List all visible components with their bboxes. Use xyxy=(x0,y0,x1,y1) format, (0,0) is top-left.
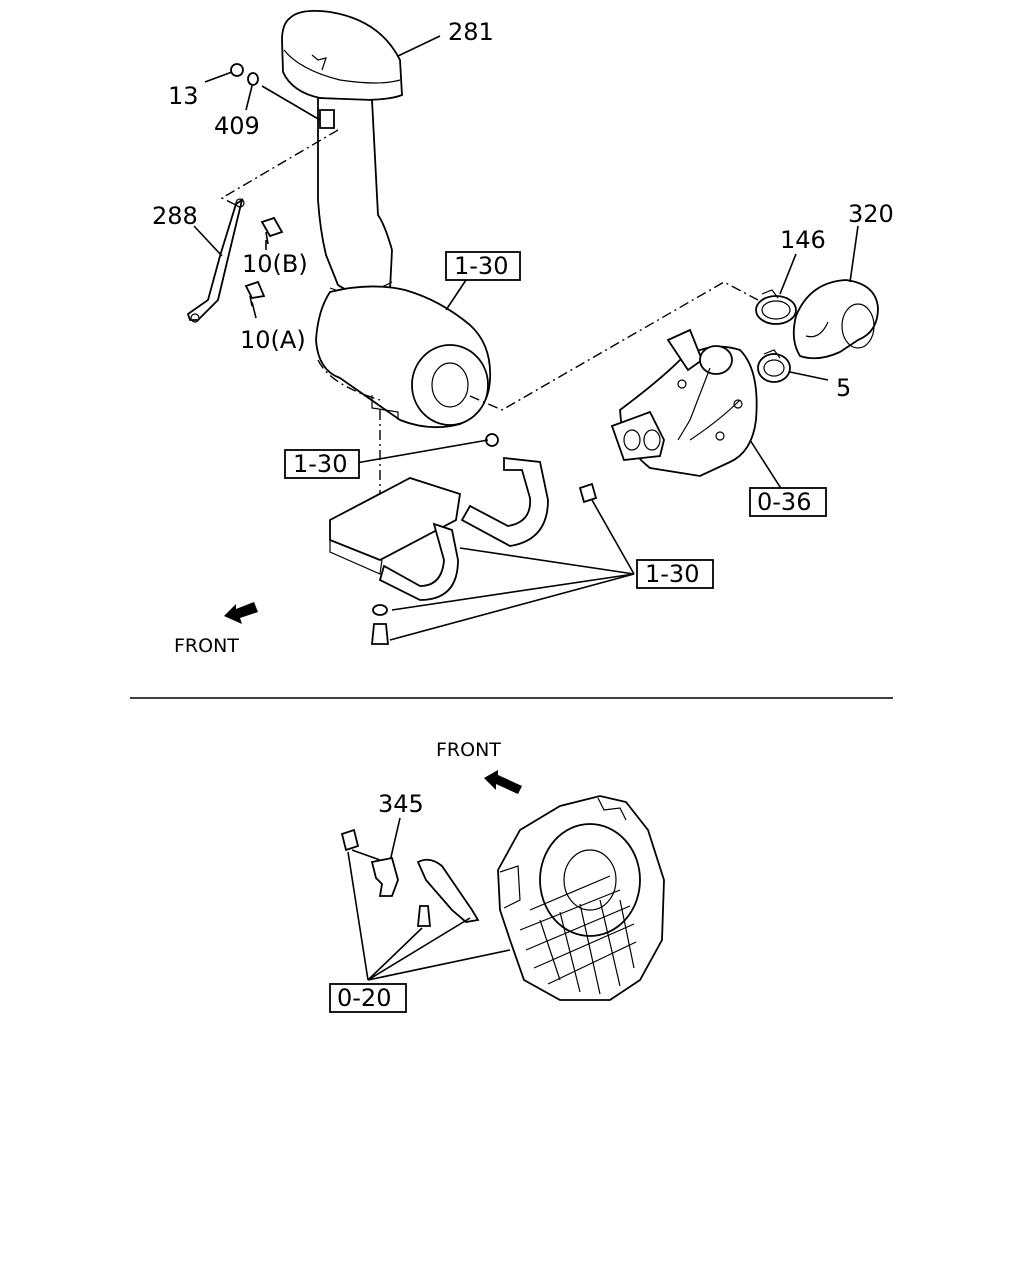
ref-box-1-30-left[interactable]: 1-30 xyxy=(284,449,360,479)
ref-box-0-20[interactable]: 0-20 xyxy=(329,983,407,1013)
bolt-middle xyxy=(417,905,431,927)
bracket-345 xyxy=(370,856,399,897)
air-cleaner xyxy=(315,285,492,429)
ref-box-1-30-right[interactable]: 1-30 xyxy=(636,559,714,589)
front-arrow-bottom-icon xyxy=(484,770,522,794)
callout-5: 5 xyxy=(836,374,851,402)
intake-duct-281 xyxy=(281,9,403,302)
svg-text:0-20: 0-20 xyxy=(337,984,391,1012)
svg-text:1-30: 1-30 xyxy=(645,560,699,588)
bolt-10a xyxy=(244,280,266,307)
ref-box-1-30-top[interactable]: 1-30 xyxy=(445,251,521,281)
callout-345: 345 xyxy=(378,790,424,818)
svg-text:1-30: 1-30 xyxy=(293,450,347,478)
front-label-top: FRONT xyxy=(174,635,239,657)
callout-281: 281 xyxy=(448,18,494,46)
nut-13 xyxy=(230,63,244,77)
callout-320: 320 xyxy=(848,200,894,228)
bolt-10b xyxy=(260,216,284,245)
svg-text:1-30: 1-30 xyxy=(454,252,508,280)
ref-box-0-36[interactable]: 0-36 xyxy=(749,487,827,517)
clamp-5 xyxy=(757,349,791,383)
svg-text:0-36: 0-36 xyxy=(757,488,811,516)
callout-10a: 10(A) xyxy=(240,326,306,354)
hose-320 xyxy=(792,279,879,360)
bolt-upper-left xyxy=(340,828,381,861)
front-label-bottom: FRONT xyxy=(436,739,501,761)
air-cleaner-bracket xyxy=(329,433,598,645)
callout-146: 146 xyxy=(780,226,826,254)
clamp-146 xyxy=(755,289,797,325)
callout-13: 13 xyxy=(168,82,199,110)
turbocharger xyxy=(610,328,758,477)
callout-288: 288 xyxy=(152,202,198,230)
flywheel-housing xyxy=(497,795,665,1001)
callout-409: 409 xyxy=(214,112,260,140)
stay-288 xyxy=(186,197,245,323)
callout-10b: 10(B) xyxy=(242,250,308,278)
support-arm xyxy=(416,858,480,923)
front-arrow-top-icon xyxy=(224,602,258,624)
washer-409 xyxy=(247,72,259,86)
